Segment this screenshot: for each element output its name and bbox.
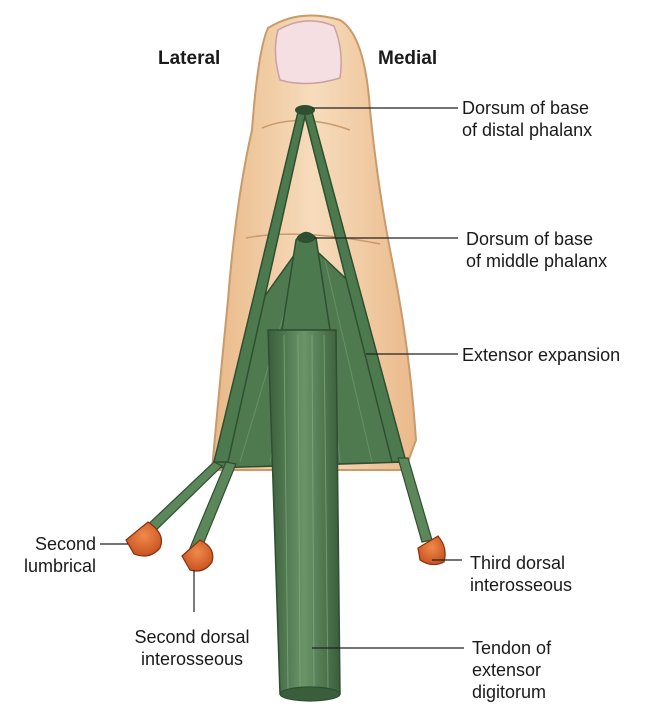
fingernail xyxy=(275,21,341,84)
label-distal-phalanx: Dorsum of base of distal phalanx xyxy=(462,97,592,141)
extensor-digitorum-tendon xyxy=(268,330,340,700)
label-middle-phalanx: Dorsum of base of middle phalanx xyxy=(466,228,607,272)
medial-heading: Medial xyxy=(378,48,437,70)
label-extensor-expansion: Extensor expansion xyxy=(462,344,620,366)
label-third-dorsal-interosseous: Third dorsal interosseous xyxy=(470,552,572,596)
middle-insertion xyxy=(297,233,315,243)
third-dorsal-interosseous-tendon xyxy=(398,458,432,542)
tendon-cut-end xyxy=(280,687,340,701)
distal-insertion xyxy=(295,105,315,115)
second-dorsal-interosseous-muscle xyxy=(182,540,213,571)
lateral-heading: Lateral xyxy=(158,48,220,70)
label-second-dorsal-interosseous: Second dorsal interosseous xyxy=(112,626,272,670)
label-second-lumbrical: Second lumbrical xyxy=(4,533,96,577)
label-tendon-extensor-digitorum: Tendon of extensor digitorum xyxy=(472,637,551,703)
